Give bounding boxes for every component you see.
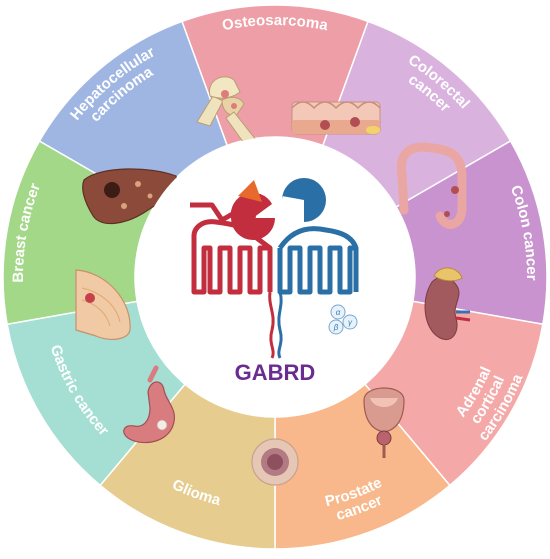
ring: [2, 4, 548, 550]
orange-ligand-triangle: [238, 180, 262, 202]
liver-icon: [82, 168, 178, 225]
bone-joint-icon: [196, 76, 257, 147]
colon-icon: [396, 142, 467, 229]
beta-subunit-circle: [328, 319, 344, 335]
prostate-bladder-icon: [363, 387, 405, 458]
alpha-label: α: [336, 308, 341, 317]
red-subunit-shape: [230, 192, 275, 240]
label-osteosarcoma: Osteosarcoma: [221, 12, 330, 34]
beta-label: β: [333, 323, 339, 332]
stomach-icon: [123, 365, 176, 444]
gamma-subunit-circle: [342, 314, 358, 330]
gabrd-title: GABRD: [235, 360, 316, 385]
blue-receptor-chain: [277, 245, 359, 295]
glioma-cell-icon: [251, 438, 299, 486]
alpha-subunit-circle: [330, 304, 346, 320]
gabrd-receptor-diagram: α γ β: [190, 178, 359, 359]
kidney-adrenal-icon: [424, 267, 471, 340]
blue-subunit-shape: [282, 178, 326, 222]
colorectal-tissue-icon: [291, 101, 381, 135]
organ-icons: [75, 76, 471, 486]
breast-icon: [75, 269, 131, 340]
gamma-label: γ: [348, 318, 353, 327]
